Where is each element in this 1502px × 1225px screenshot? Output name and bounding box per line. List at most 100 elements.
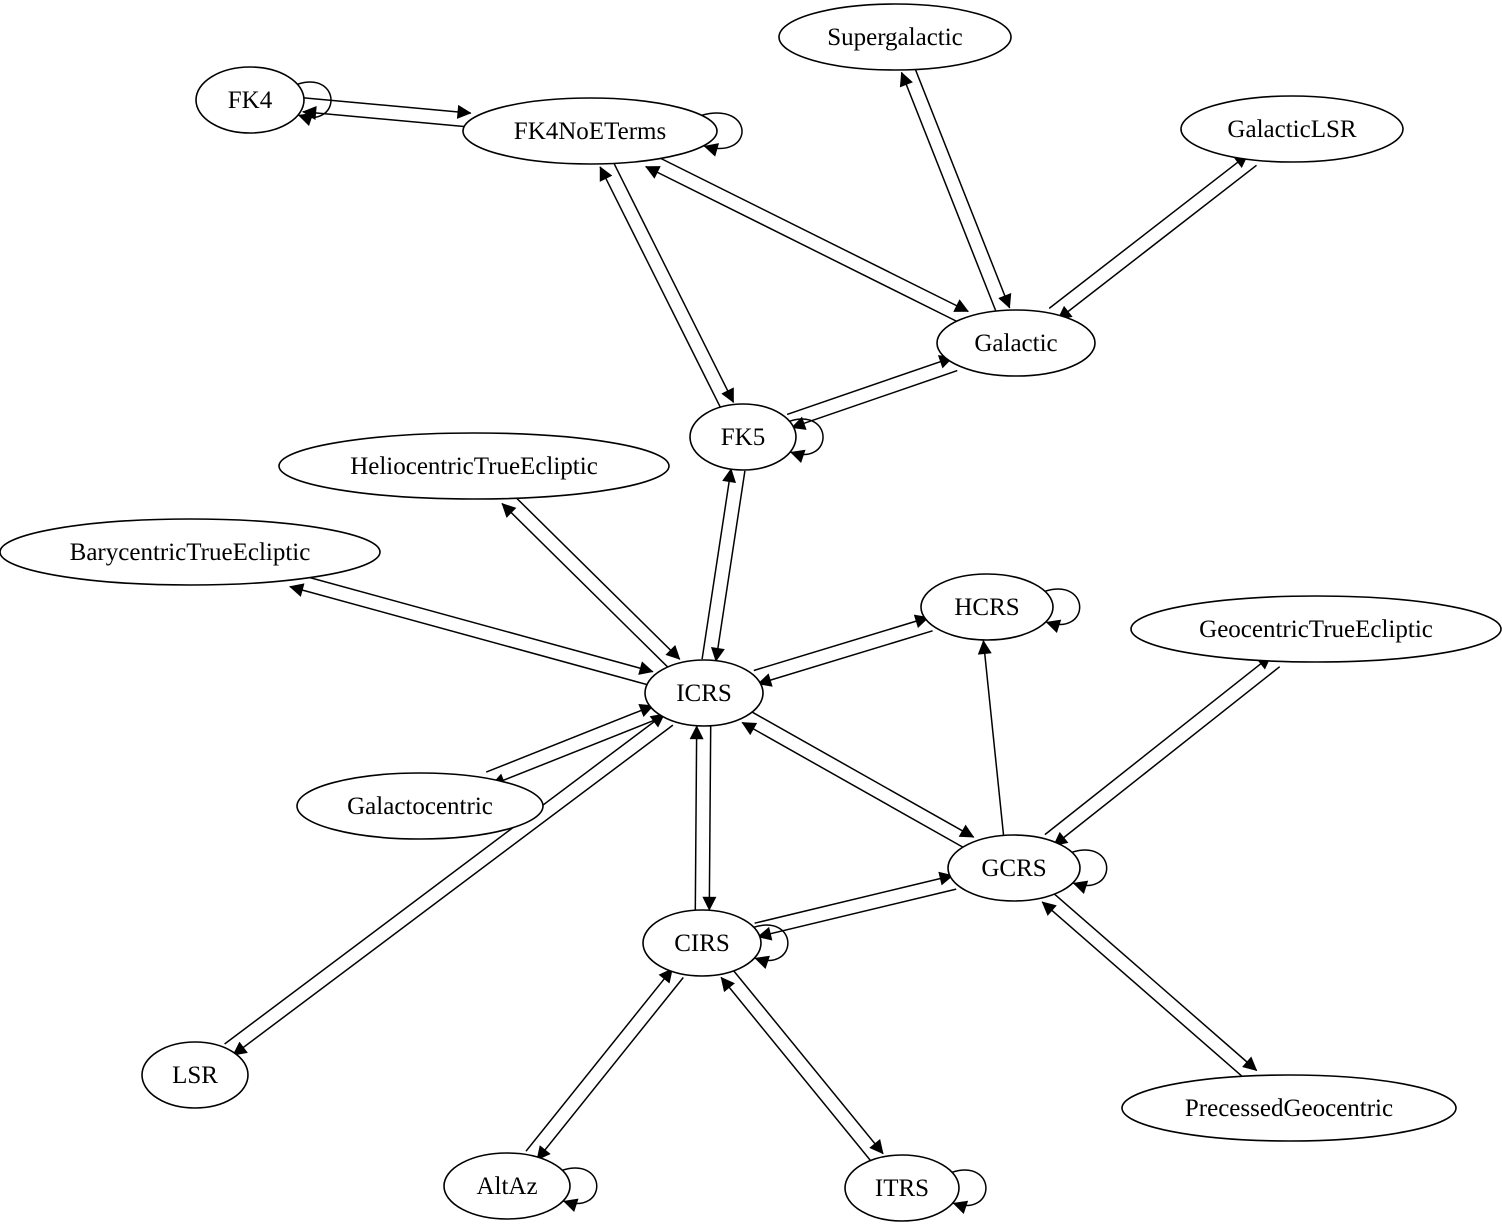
edge-icrs-to-hcrs [753,614,930,672]
edges-layer [224,66,1281,1164]
node-fk4: FK4 [195,66,305,134]
node-lsr: LSR [141,1041,249,1109]
node-ellipse [443,1152,571,1220]
edge-fk4-no-eterms-to-galactic [651,153,969,313]
edge-precessed-geocentric-to-gcrs [1041,901,1248,1082]
node-label: CIRS [674,930,730,957]
edge-supergalactic-to-galactic [913,66,1012,309]
node-label: Galactic [974,330,1057,357]
node-label: GalacticLSR [1227,116,1356,143]
edge-cirs-to-icrs [689,725,704,910]
edge-itrs-to-cirs [720,976,873,1164]
edge-fk4-to-fk4-no-eterms [303,97,472,119]
edge-icrs-to-cirs [702,726,717,911]
node-label: Galactocentric [347,793,493,820]
node-ellipse [278,432,670,500]
edge-cirs-to-gcrs [754,871,954,924]
edge-galactic-to-supergalactic [899,71,998,314]
edge-gcrs-to-geocentric-true-ecliptic [1044,655,1272,836]
node-label: FK4NoETerms [514,118,666,145]
node-label: ICRS [676,680,732,707]
edge-fk4-no-eterms-to-fk5 [611,160,735,404]
edge-gcrs-to-cirs [757,888,957,941]
node-heliocentric-true-ecliptic: HeliocentricTrueEcliptic [278,432,670,500]
self-loops-layer [297,81,1108,1215]
self-loop-hcrs [1044,588,1081,633]
edge-galactic-to-galactic-lsr [1048,153,1249,309]
node-ellipse [936,309,1096,377]
edge-galactic-to-fk4-no-eterms [645,165,963,325]
node-ellipse [920,573,1054,641]
node-ellipse [778,3,1012,71]
node-cirs: CIRS [642,909,762,977]
edge-galactocentric-to-icrs [485,704,654,773]
node-label: PrecessedGeocentric [1185,1095,1393,1122]
edge-cirs-to-itrs [731,968,884,1155]
node-galactic-lsr: GalacticLSR [1180,95,1404,163]
node-label: GeocentricTrueEcliptic [1199,616,1433,643]
node-fk4-no-eterms: FK4NoETerms [462,97,718,165]
self-loop-itrs [951,1169,987,1215]
node-ellipse [947,834,1081,902]
edge-fk5-to-galactic [786,355,954,416]
edge-gcrs-to-hcrs [977,640,1005,836]
node-label: GCRS [981,855,1046,882]
node-label: HCRS [954,594,1019,621]
node-ellipse [0,518,381,586]
node-supergalactic: Supergalactic [778,3,1012,71]
edge-icrs-to-barycentric-true-ecliptic [289,583,650,686]
node-label: LSR [172,1062,218,1089]
edge-fk4-no-eterms-to-fk4 [302,106,470,128]
node-ellipse [689,403,797,471]
node-ellipse [1130,595,1502,663]
node-gcrs: GCRS [947,834,1081,902]
self-loop-fk4-no-eterms [701,112,743,157]
self-loop-cirs [753,924,789,970]
node-label: FK5 [721,424,765,451]
node-geocentric-true-ecliptic: GeocentricTrueEcliptic [1130,595,1502,663]
node-galactic: Galactic [936,309,1096,377]
edge-cirs-to-alt-az [536,977,684,1161]
node-ellipse [644,659,764,727]
node-ellipse [1121,1074,1457,1142]
edge-icrs-to-heliocentric-true-ecliptic [501,502,671,670]
node-ellipse [296,772,544,840]
node-label: BarycentricTrueEcliptic [70,539,311,566]
node-ellipse [462,97,718,165]
node-label: Supergalactic [827,24,963,51]
node-ellipse [195,66,305,134]
node-label: FK4 [228,87,273,114]
node-barycentric-true-ecliptic: BarycentricTrueEcliptic [0,518,381,586]
edge-barycentric-true-ecliptic-to-icrs [293,572,654,675]
node-hcrs: HCRS [920,573,1054,641]
node-icrs: ICRS [644,659,764,727]
edge-galactic-to-fk5 [791,369,958,430]
node-galactocentric: Galactocentric [296,772,544,840]
nodes-layer: FK4FK4NoETermsSupergalacticGalacticLSRGa… [0,3,1502,1222]
node-label: HeliocentricTrueEcliptic [350,453,598,480]
edge-hcrs-to-icrs [757,630,933,687]
edge-gcrs-to-precessed-geocentric [1050,890,1258,1072]
edge-alt-az-to-cirs [525,968,673,1152]
edge-fk5-to-fk4-no-eterms [599,166,722,409]
node-itrs: ITRS [844,1154,960,1222]
node-label: AltAz [476,1173,537,1200]
node-alt-az: AltAz [443,1152,571,1220]
edge-icrs-to-fk5 [701,468,737,660]
node-ellipse [642,909,762,977]
edge-heliocentric-true-ecliptic-to-icrs [511,492,681,660]
edge-galactic-lsr-to-galactic [1057,164,1257,321]
edge-lsr-to-icrs [224,713,666,1045]
edge-icrs-to-galactocentric [490,717,659,787]
node-fk5: FK5 [689,403,797,471]
edge-geocentric-true-ecliptic-to-gcrs [1053,666,1281,847]
edge-fk5-to-icrs [710,470,746,662]
edge-gcrs-to-icrs [741,721,968,851]
node-ellipse [844,1154,960,1222]
edge-icrs-to-lsr [232,724,674,1056]
node-ellipse [1180,95,1404,163]
node-ellipse [141,1041,249,1109]
edge-icrs-to-gcrs [748,709,975,838]
node-precessed-geocentric: PrecessedGeocentric [1121,1074,1457,1142]
